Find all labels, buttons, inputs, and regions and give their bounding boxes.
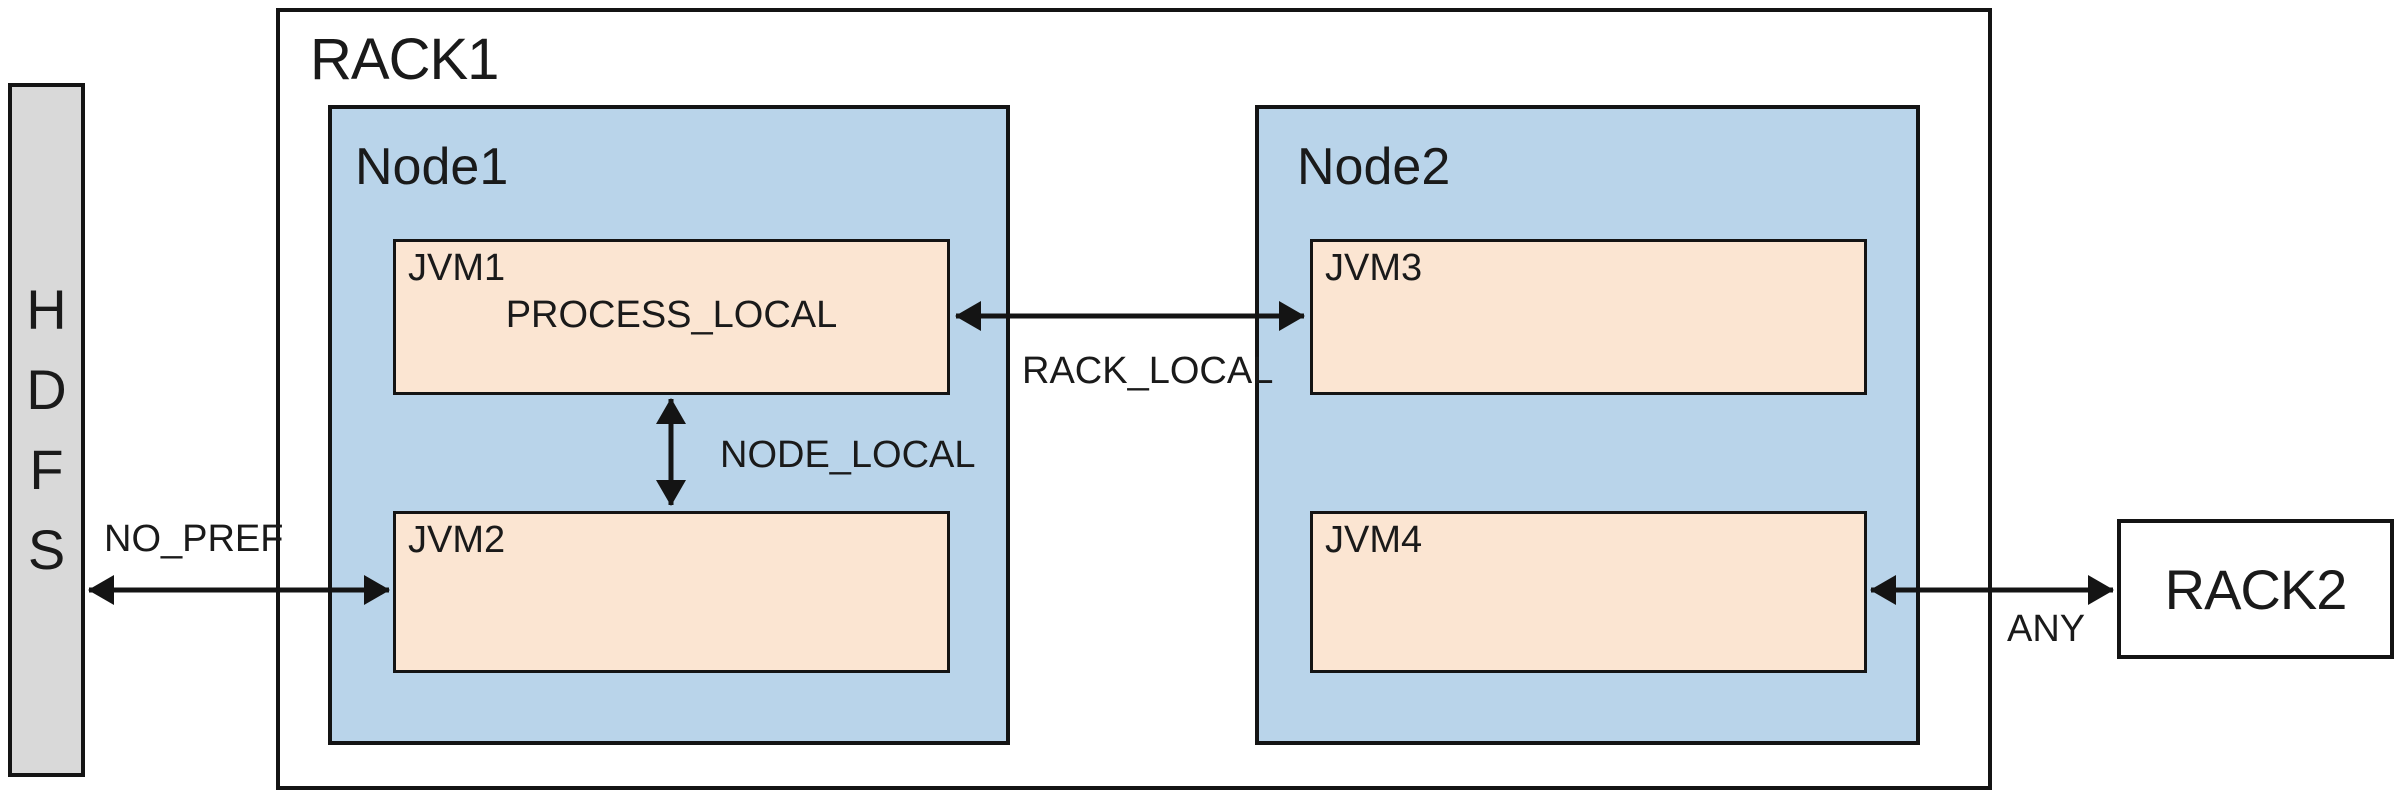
any-label: ANY [2007, 608, 2086, 650]
hdfs-letter: F [29, 438, 64, 501]
node1-label: Node1 [355, 138, 509, 196]
hdfs-label: H D F S [26, 270, 66, 590]
no-pref-label: NO_PREF [104, 518, 284, 560]
jvm2-label: JVM2 [408, 519, 506, 561]
rack1-box: RACK1 Node1 JVM1 PROCESS_LOCAL JVM2 Node… [276, 8, 1992, 790]
jvm3-label: JVM3 [1325, 247, 1423, 289]
rack-local-label: RACK_LOCAL [1022, 350, 1274, 392]
hdfs-letter: D [26, 358, 67, 421]
process-local-annotation: PROCESS_LOCAL [505, 294, 838, 336]
hdfs-box: H D F S [8, 83, 85, 777]
jvm2-box: JVM2 [393, 511, 950, 673]
rack1-label: RACK1 [310, 27, 499, 92]
node2-box: Node2 JVM3 JVM4 [1255, 105, 1920, 745]
jvm1-label: JVM1 [408, 247, 506, 289]
jvm4-label: JVM4 [1325, 519, 1423, 561]
node-local-label: NODE_LOCAL [720, 434, 976, 476]
node2-label: Node2 [1297, 138, 1451, 196]
jvm1-box: JVM1 PROCESS_LOCAL [393, 239, 950, 395]
node1-box: Node1 JVM1 PROCESS_LOCAL JVM2 [328, 105, 1010, 745]
jvm3-box: JVM3 [1310, 239, 1867, 395]
jvm4-box: JVM4 [1310, 511, 1867, 673]
rack2-label: RACK2 [2164, 557, 2348, 621]
hdfs-letter: H [26, 278, 67, 341]
hdfs-letter: S [27, 518, 66, 581]
rack2-box: RACK2 [2117, 519, 2394, 659]
